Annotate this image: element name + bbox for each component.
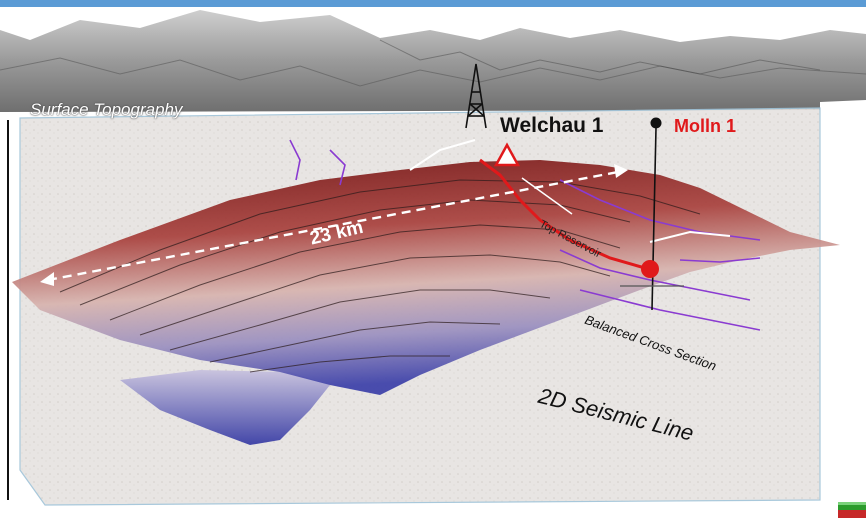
surface-topography	[0, 10, 866, 112]
top-reservoir-line	[479, 158, 646, 270]
distance-arrow	[40, 164, 628, 286]
drilling-rig-icon	[465, 63, 487, 129]
well-molln-label: Molln 1	[674, 116, 736, 136]
fault-lines	[409, 139, 731, 243]
circle-well-icon	[620, 117, 684, 311]
axis-cube-icon	[838, 502, 866, 518]
top-reservoir-leader	[521, 177, 573, 215]
triangle-well-icon	[493, 142, 521, 167]
surface-topography-label: Surface Topography	[30, 100, 183, 119]
top-accent-bar	[0, 0, 866, 7]
well-welchau-label: Welchau 1	[500, 114, 604, 137]
horizon-lower-lobe	[120, 370, 330, 445]
